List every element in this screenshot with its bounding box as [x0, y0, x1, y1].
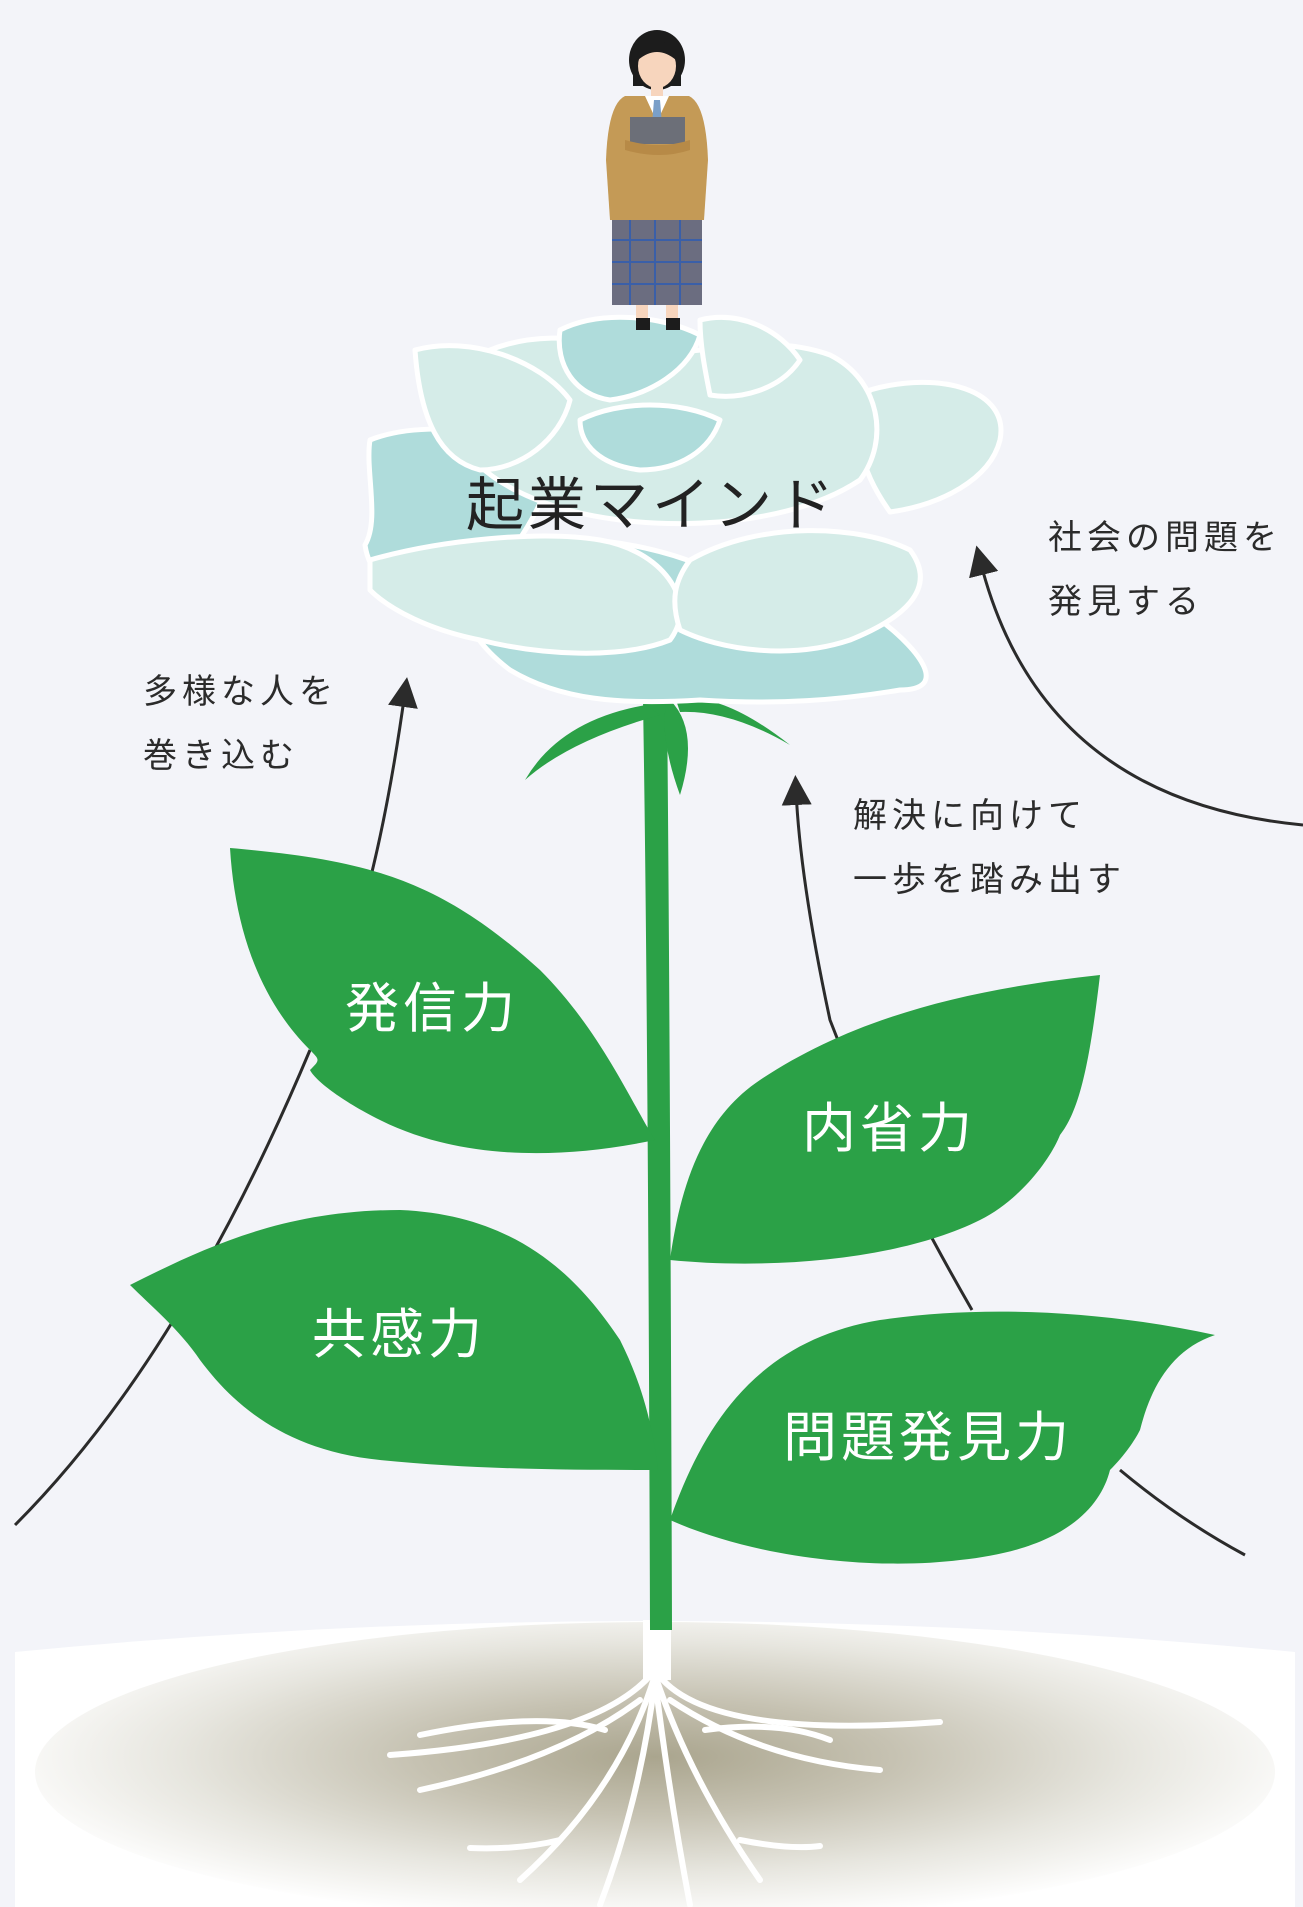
annotation-discover: 社会の問題を 発見する: [1048, 506, 1282, 634]
leaf-mondai: [670, 1311, 1215, 1564]
leaf-hasshin: [230, 848, 655, 1154]
ground: [15, 1621, 1295, 1907]
leaf-label-mondai: 問題発見力: [783, 1406, 1073, 1469]
sepals: [525, 698, 790, 795]
leaf-label-naisei: 内省力: [802, 1097, 976, 1160]
roots: [387, 1637, 943, 1907]
annotation-involve: 多様な人を 巻き込む: [143, 660, 338, 788]
annotation-discover-line2: 発見する: [1048, 582, 1204, 622]
leaf-kyokan: [130, 1210, 658, 1470]
leaf-label-hasshin: 発信力: [345, 977, 519, 1040]
annotation-involve-line1: 多様な人を: [143, 672, 338, 712]
flower-label: 起業マインド: [466, 471, 839, 539]
annotation-action-line2: 一歩を踏み出す: [853, 860, 1126, 900]
leaf-label-kyokan: 共感力: [312, 1303, 486, 1366]
leaf-naisei: [670, 975, 1100, 1264]
leaves: [130, 848, 1215, 1564]
stem: [643, 700, 672, 1630]
annotation-involve-line2: 巻き込む: [143, 736, 299, 776]
annotation-action-line1: 解決に向けて: [853, 796, 1087, 836]
student-figure: [606, 30, 708, 330]
annotation-discover-line1: 社会の問題を: [1048, 518, 1282, 558]
rose: [362, 314, 1004, 705]
annotation-action: 解決に向けて 一歩を踏み出す: [853, 784, 1126, 912]
